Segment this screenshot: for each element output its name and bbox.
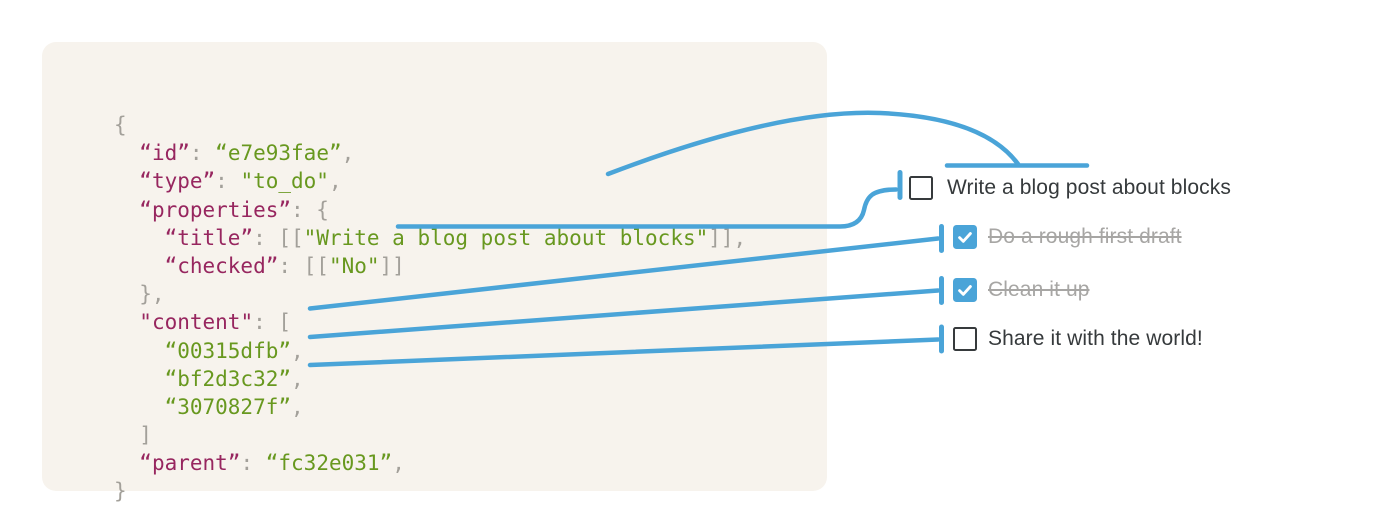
todo-label: Share it with the world! bbox=[988, 326, 1203, 350]
code-token-key: “type” bbox=[139, 169, 216, 194]
code-line: “00315dfb”, bbox=[114, 337, 746, 365]
code-token-key: “id” bbox=[139, 141, 190, 166]
checkbox-checked[interactable] bbox=[953, 225, 977, 249]
code-token-key: "content" bbox=[139, 310, 254, 335]
code-token-pun: } bbox=[114, 479, 127, 504]
checkbox-checked[interactable] bbox=[953, 277, 977, 302]
checkbox-unchecked[interactable] bbox=[909, 175, 933, 200]
code-token-pun bbox=[114, 395, 165, 419]
todo-item: Write a blog post about blocks bbox=[909, 171, 1231, 204]
code-line: “bf2d3c32”, bbox=[114, 365, 746, 393]
todo-item: Do a rough first draft bbox=[953, 221, 1182, 254]
code-token-pun: ]], bbox=[708, 225, 747, 250]
code-token-pun: ]] bbox=[379, 253, 405, 278]
code-token-key: “parent” bbox=[139, 451, 241, 476]
code-token-pun bbox=[114, 254, 165, 278]
code-token-str: “3070827f” bbox=[164, 394, 292, 419]
todo-label: Clean it up bbox=[988, 277, 1090, 301]
code-token-pun: }, bbox=[114, 282, 165, 307]
code-token-pun bbox=[114, 141, 139, 165]
code-line: }, bbox=[114, 280, 746, 308]
code-token-pun: : bbox=[215, 169, 241, 194]
todo-label: Write a blog post about blocks bbox=[947, 175, 1231, 199]
code-line: “type”: "to_do", bbox=[114, 167, 746, 195]
code-token-pun bbox=[114, 169, 139, 193]
code-token-pun: : { bbox=[291, 197, 329, 222]
code-token-pun: : bbox=[189, 141, 216, 166]
code-token-pun: , bbox=[392, 451, 405, 476]
code-token-str: “bf2d3c32” bbox=[164, 366, 292, 391]
code-token-pun: : [ bbox=[253, 310, 292, 335]
checkmark-icon bbox=[958, 284, 972, 296]
todo-label: Do a rough first draft bbox=[988, 225, 1182, 248]
code-token-key: “checked” bbox=[164, 253, 279, 278]
todo-item: Clean it up bbox=[953, 273, 1090, 306]
code-token-str: "Write a blog post about blocks" bbox=[303, 225, 709, 250]
code-token-pun: , bbox=[341, 141, 355, 166]
code-line: ] bbox=[114, 421, 746, 449]
code-token-key: “title” bbox=[164, 225, 254, 250]
code-token-pun: : [[ bbox=[278, 253, 329, 278]
checkbox-unchecked[interactable] bbox=[953, 326, 977, 351]
code-line: } bbox=[114, 477, 746, 505]
code-token-pun: , bbox=[291, 366, 304, 391]
code-token-pun: : [[ bbox=[253, 225, 304, 250]
code-line: "content": [ bbox=[114, 308, 746, 336]
code-token-pun bbox=[114, 310, 139, 334]
code-line: “3070827f”, bbox=[114, 393, 746, 421]
code-token-pun: , bbox=[291, 394, 304, 419]
code-token-pun: { bbox=[114, 113, 127, 137]
code-token-str: "No" bbox=[328, 253, 380, 278]
json-code-card: { “id”: “e7e93fae”, “type”: "to_do", “pr… bbox=[42, 42, 827, 503]
code-token-pun bbox=[114, 451, 139, 475]
code-token-pun bbox=[114, 339, 165, 363]
code-token-pun bbox=[114, 367, 165, 391]
code-token-pun: , bbox=[291, 338, 304, 363]
code-line: { bbox=[114, 111, 746, 139]
code-token-pun bbox=[114, 226, 165, 250]
code-token-str: “fc32e031” bbox=[265, 451, 393, 476]
code-line: “title”: [["Write a blog post about bloc… bbox=[114, 224, 747, 252]
code-token-pun: ] bbox=[114, 423, 152, 448]
code-token-pun bbox=[114, 198, 139, 222]
code-line: “checked”: [["No"]] bbox=[114, 252, 746, 280]
code-line: “properties”: { bbox=[114, 196, 746, 224]
code-token-str: "to_do" bbox=[240, 169, 329, 194]
code-token-key: “properties” bbox=[139, 197, 292, 222]
code-token-str: “00315dfb” bbox=[164, 338, 292, 363]
code-token-pun: , bbox=[328, 169, 342, 194]
code-line: “parent”: “fc32e031”, bbox=[114, 449, 746, 477]
checkmark-icon bbox=[958, 232, 972, 243]
code-token-pun: : bbox=[240, 451, 266, 476]
todo-item: Share it with the world! bbox=[953, 322, 1203, 355]
code-token-str: “e7e93fae” bbox=[215, 141, 342, 166]
code-line: “id”: “e7e93fae”, bbox=[114, 139, 746, 167]
json-code-block: { “id”: “e7e93fae”, “type”: "to_do", “pr… bbox=[114, 111, 746, 506]
